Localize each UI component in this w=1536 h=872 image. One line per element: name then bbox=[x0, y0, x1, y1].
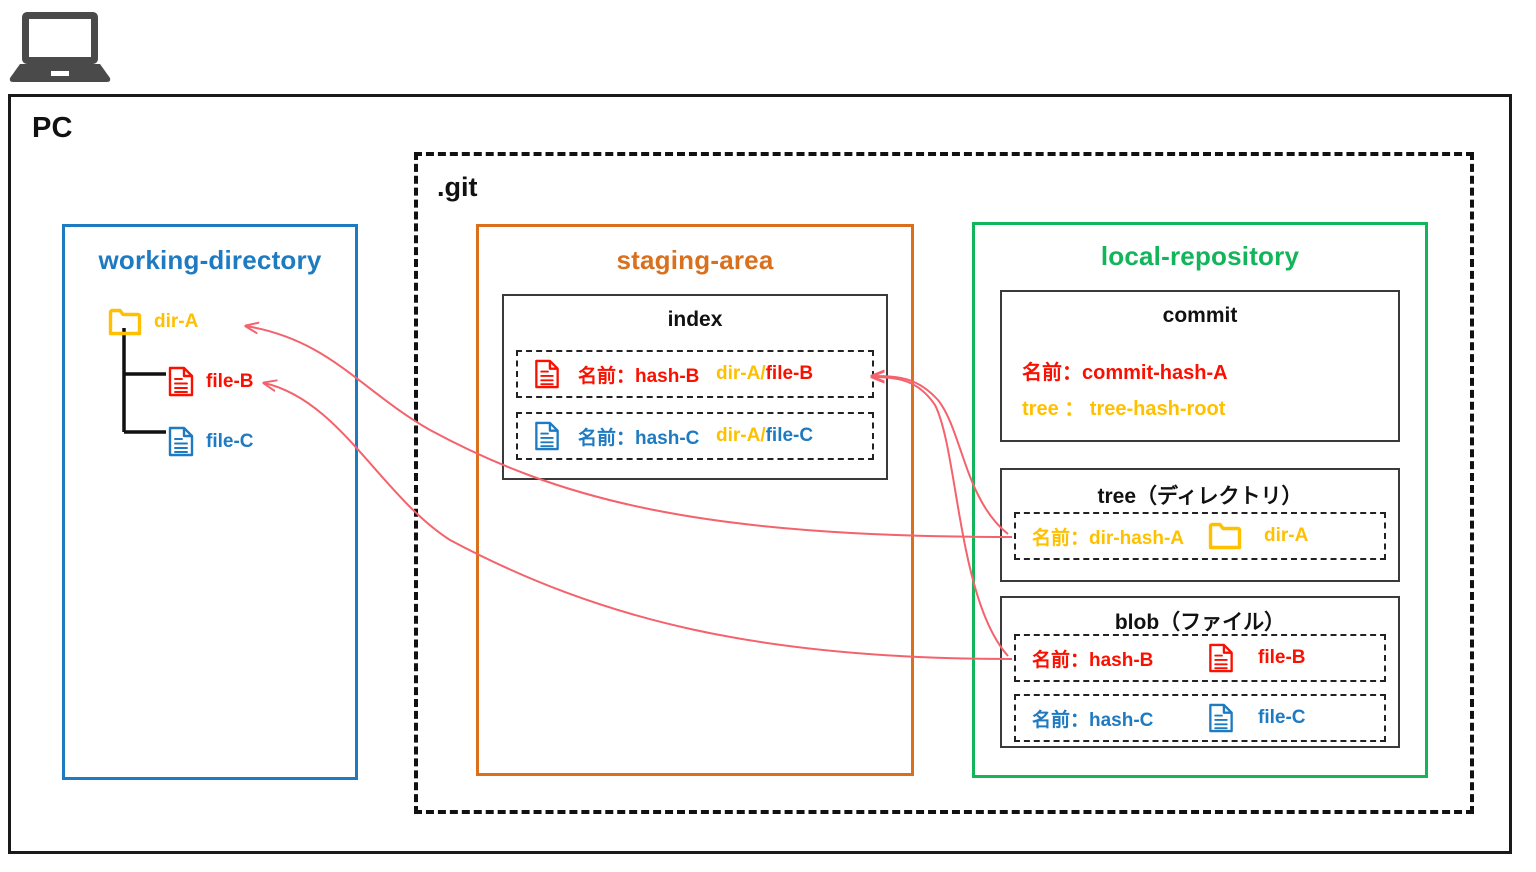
folder-icon bbox=[1208, 522, 1242, 550]
document-icon bbox=[168, 426, 194, 457]
document-icon bbox=[535, 421, 559, 451]
tree-item-file-c: file-C bbox=[168, 426, 254, 457]
tree-item-label: dir-A bbox=[154, 311, 199, 332]
git-label: .git bbox=[437, 172, 478, 202]
index-entry-name: 名前：hash-B bbox=[578, 365, 700, 387]
index-title: index bbox=[667, 308, 723, 331]
document-icon bbox=[1209, 643, 1233, 673]
tree-entry-label: dir-A bbox=[1264, 525, 1309, 546]
index-entry-path-dir: dir-A/ bbox=[716, 363, 766, 384]
laptop-icon bbox=[9, 12, 111, 82]
tree-item-file-b: file-B bbox=[168, 366, 254, 397]
staging-area-title: staging-area bbox=[616, 245, 774, 275]
blob-entry-label: file-B bbox=[1258, 647, 1306, 668]
folder-icon bbox=[108, 308, 142, 336]
working-directory-tree: dir-A file-B file-C bbox=[62, 224, 358, 780]
commit-name-line: 名前：commit-hash-A bbox=[1022, 362, 1228, 384]
index-entry-path-dir: dir-A/ bbox=[716, 425, 766, 446]
tree-entry-name: 名前：dir-hash-A bbox=[1032, 527, 1185, 549]
tree-entry-dir-hash-a: 名前：dir-hash-A dir-A bbox=[1014, 512, 1386, 560]
index-entry-name: 名前：hash-C bbox=[578, 427, 700, 449]
pc-label: PC bbox=[32, 112, 73, 144]
blob-entry-name: 名前：hash-B bbox=[1032, 649, 1154, 671]
tree-item-dir-a: dir-A bbox=[108, 308, 198, 336]
commit-title: commit bbox=[1162, 304, 1238, 327]
blob-entry-hash-b: 名前：hash-B file-B bbox=[1014, 634, 1386, 682]
document-icon bbox=[168, 366, 194, 397]
local-repository-title: local-repository bbox=[1100, 241, 1300, 271]
tree-item-label: file-B bbox=[206, 370, 254, 392]
tree-title: tree（ディレクトリ） bbox=[1097, 485, 1303, 508]
blob-entry-hash-c: 名前：hash-C file-C bbox=[1014, 694, 1386, 742]
blob-title: blob（ファイル） bbox=[1114, 611, 1286, 634]
commit-box: commit bbox=[1000, 290, 1400, 442]
commit-tree-line: tree ： tree-hash-root bbox=[1022, 398, 1226, 420]
document-icon bbox=[535, 359, 559, 389]
tree-connector-lines bbox=[122, 328, 166, 434]
index-entry-path-file: file-B bbox=[765, 363, 814, 384]
document-icon bbox=[1209, 703, 1233, 733]
blob-entry-label: file-C bbox=[1258, 707, 1306, 728]
tree-item-label: file-C bbox=[206, 430, 254, 452]
index-entry-path-file: file-C bbox=[765, 425, 814, 446]
blob-entry-name: 名前：hash-C bbox=[1032, 709, 1154, 731]
index-entry-hash-b: 名前：hash-B dir-A/ file-B bbox=[516, 350, 874, 398]
working-directory-title: working-directory bbox=[98, 245, 322, 275]
index-entry-hash-c: 名前：hash-C dir-A/ file-C bbox=[516, 412, 874, 460]
